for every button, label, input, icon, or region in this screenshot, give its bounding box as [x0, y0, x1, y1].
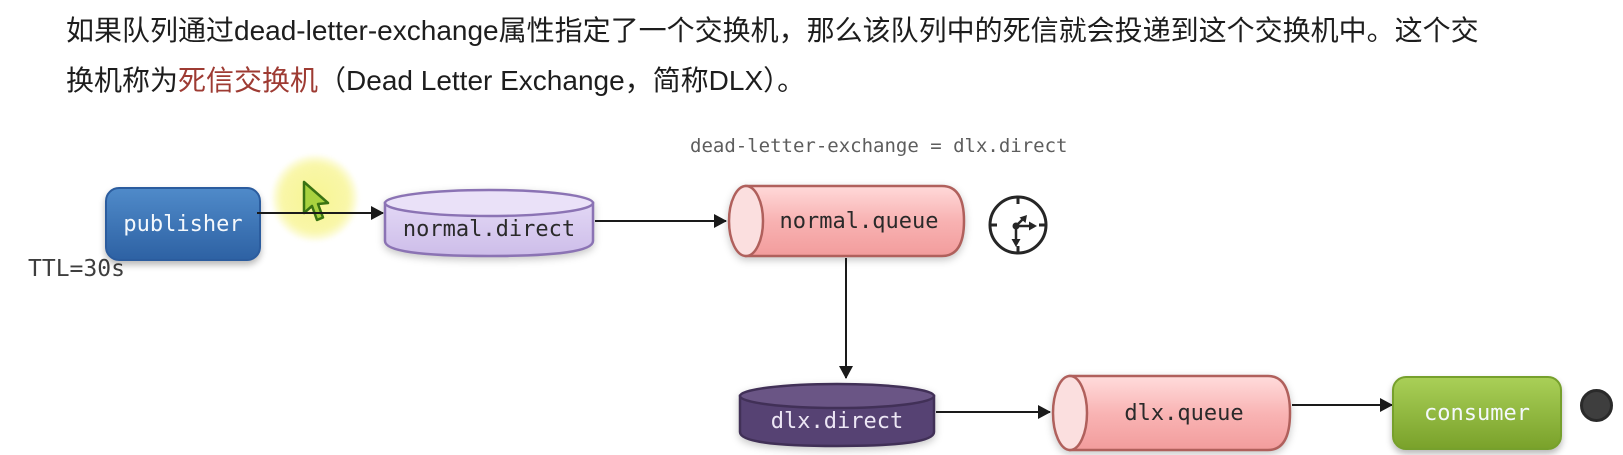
arrow-dlx-queue-to-consumer	[1292, 398, 1393, 412]
ttl-label: TTL=30s	[28, 256, 125, 282]
queue-cylinder	[727, 184, 966, 258]
queue-cylinder	[1051, 374, 1292, 452]
publisher-node: publisher	[105, 187, 261, 261]
dark-dot-icon	[1580, 389, 1613, 422]
dead-letter-exchange-annotation: dead-letter-exchange = dlx.direct	[690, 135, 1068, 157]
exchange-cylinder	[383, 188, 595, 258]
arrow-dlx-exchange-to-dlx-queue	[936, 405, 1051, 419]
arrow-normal-queue-to-dlx-exchange	[839, 258, 853, 379]
normal-exchange-label: normal.direct	[402, 216, 576, 242]
dlx-exchange-label: dlx.direct	[770, 408, 904, 434]
dlx-queue-label: dlx.queue	[1124, 400, 1244, 426]
consumer-node: consumer	[1392, 376, 1562, 450]
intro-text: 如果队列通过dead-letter-exchange属性指定了一个交换机，那么该…	[66, 6, 1479, 106]
intro-line-2-pre: 换机称为	[66, 65, 179, 96]
normal-exchange-node: normal.direct	[383, 188, 595, 258]
consumer-label: consumer	[1424, 400, 1530, 426]
dlx-exchange-node: dlx.direct	[738, 382, 936, 448]
arrow-normal-exchange-to-normal-queue	[595, 214, 727, 228]
dlx-queue-node: dlx.queue	[1050, 374, 1292, 452]
exchange-cylinder	[738, 382, 936, 448]
intro-line-2: 换机称为死信交换机（Dead Letter Exchange，简称DLX）。	[66, 56, 1479, 106]
publisher-label: publisher	[123, 211, 243, 237]
mouse-pointer-icon	[300, 180, 334, 229]
intro-line-2-post: （Dead Letter Exchange，简称DLX）。	[318, 65, 806, 96]
normal-queue-label: normal.queue	[779, 208, 939, 234]
arrow-publisher-to-normal-exchange	[257, 206, 384, 220]
ttl-clock-icon	[986, 193, 1050, 262]
dlx-term-highlight: 死信交换机	[178, 65, 319, 96]
normal-queue-node: normal.queue	[726, 184, 966, 258]
intro-line-1: 如果队列通过dead-letter-exchange属性指定了一个交换机，那么该…	[66, 15, 1479, 46]
